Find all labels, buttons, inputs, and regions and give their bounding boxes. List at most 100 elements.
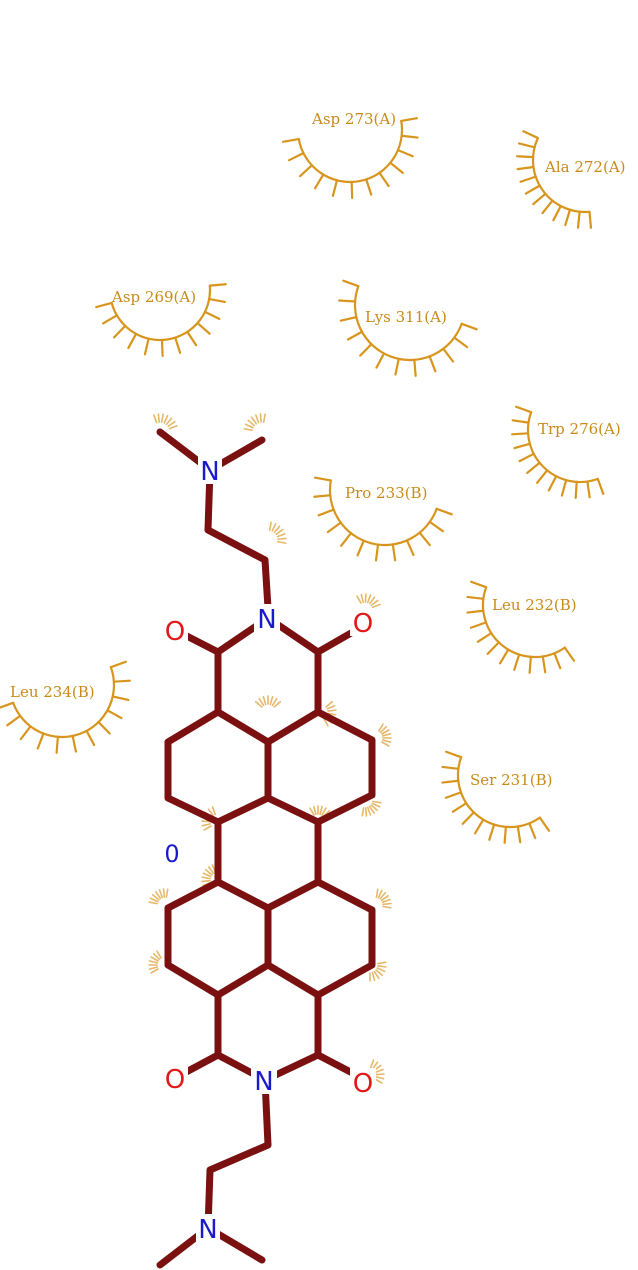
arc-spoke bbox=[326, 521, 342, 534]
arc-spoke bbox=[273, 700, 282, 708]
arc-spoke bbox=[326, 704, 336, 710]
arc-spoke bbox=[338, 299, 357, 303]
arc-spoke bbox=[127, 332, 138, 350]
arc-spoke bbox=[396, 148, 414, 158]
arc-spoke bbox=[325, 700, 334, 708]
residue-lys311: Lys 311(A) bbox=[338, 279, 478, 377]
contact-mark-icon bbox=[148, 888, 169, 905]
arc-spoke bbox=[370, 804, 379, 812]
contact-mark-icon bbox=[268, 521, 287, 544]
arc-spoke bbox=[254, 700, 263, 708]
arc-spoke bbox=[201, 876, 211, 880]
arc-spoke bbox=[596, 477, 605, 495]
arc-spoke bbox=[368, 596, 376, 605]
arc-spoke bbox=[374, 543, 380, 562]
arc-spoke bbox=[536, 469, 549, 484]
arc-spoke bbox=[470, 580, 488, 589]
residue-asp269: Asp 269(A) bbox=[95, 283, 227, 358]
arc-spoke bbox=[313, 494, 332, 498]
arc-spoke bbox=[259, 413, 262, 423]
arc-spoke bbox=[380, 895, 389, 902]
arc-spoke bbox=[36, 732, 45, 750]
arc-spoke bbox=[244, 423, 254, 429]
contact-mark-icon bbox=[378, 723, 392, 747]
nitrogen-atom: N bbox=[198, 1215, 217, 1245]
arc-spoke bbox=[428, 520, 444, 533]
arc-spoke bbox=[255, 414, 260, 424]
arc-spoke bbox=[327, 709, 337, 712]
arc-spoke bbox=[313, 173, 325, 190]
residue-leu232: Leu 232(B) bbox=[466, 580, 577, 674]
arc-spoke bbox=[153, 414, 158, 424]
arc-spoke bbox=[19, 725, 32, 741]
arc-spoke bbox=[442, 347, 455, 363]
residue-label: Ala 272(A) bbox=[544, 158, 626, 176]
arc-spoke bbox=[95, 301, 113, 309]
arc-spoke bbox=[269, 695, 274, 706]
arc-spoke bbox=[541, 655, 547, 674]
arc-spoke bbox=[313, 805, 317, 816]
arc-spoke bbox=[516, 165, 535, 171]
arc-spoke bbox=[208, 283, 227, 287]
atom-labels: N N O O O O N N 0 bbox=[162, 456, 376, 1245]
arc-spoke bbox=[340, 532, 353, 547]
arc-spoke bbox=[516, 825, 522, 844]
arc-spoke bbox=[148, 901, 158, 905]
arc-spoke bbox=[368, 805, 375, 814]
hydrophobic-arc-icon bbox=[511, 405, 605, 499]
arc-spoke bbox=[211, 806, 217, 816]
arc-spoke bbox=[97, 720, 111, 735]
arc-spoke bbox=[321, 807, 327, 816]
arc-spoke bbox=[441, 765, 460, 770]
arc-spoke bbox=[203, 825, 212, 831]
arc-spoke bbox=[515, 405, 533, 414]
arc-spoke bbox=[277, 537, 287, 540]
arc-spoke bbox=[413, 358, 417, 377]
arc-spoke bbox=[476, 632, 493, 643]
arc-spoke bbox=[394, 357, 400, 376]
arc-spoke bbox=[6, 714, 22, 727]
arc-spoke bbox=[377, 965, 387, 968]
arc-spoke bbox=[391, 543, 397, 562]
arc-spoke bbox=[323, 718, 329, 727]
arc-spoke bbox=[400, 134, 419, 139]
arc-spoke bbox=[511, 419, 530, 424]
arc-spoke bbox=[207, 808, 215, 817]
oxygen-atom: O bbox=[353, 609, 373, 639]
residue-label: Pro 233(B) bbox=[345, 484, 427, 502]
arc-spoke bbox=[112, 324, 127, 339]
arc-spoke bbox=[313, 476, 332, 482]
arc-spoke bbox=[366, 594, 372, 604]
arc-curve bbox=[110, 284, 212, 342]
arc-spoke bbox=[461, 811, 475, 825]
arc-spoke bbox=[258, 697, 265, 707]
arc-spoke bbox=[460, 322, 478, 331]
ligand-bonds bbox=[156, 428, 376, 1269]
arc-spoke bbox=[331, 179, 339, 197]
arc-spoke bbox=[564, 208, 572, 227]
arc-spoke bbox=[150, 956, 159, 962]
arc-spoke bbox=[262, 413, 266, 423]
arc-curve bbox=[456, 756, 541, 829]
arc-spoke bbox=[375, 969, 384, 977]
arc-spoke bbox=[524, 184, 541, 195]
arc-spoke bbox=[586, 480, 591, 499]
arc-spoke bbox=[262, 695, 267, 706]
arc-spoke bbox=[381, 898, 391, 904]
arc-curve bbox=[481, 586, 566, 659]
arc-spoke bbox=[150, 968, 159, 974]
arc-spoke bbox=[275, 528, 284, 536]
arc-spoke bbox=[163, 414, 169, 424]
contact-mark-icon bbox=[243, 413, 266, 432]
arc-spoke bbox=[488, 823, 496, 841]
arc-spoke bbox=[203, 310, 221, 320]
arc-spoke bbox=[298, 164, 313, 178]
arc-spoke bbox=[541, 199, 554, 215]
arc-spoke bbox=[149, 897, 159, 903]
hydrophobic-arc-icon bbox=[466, 580, 576, 674]
arc-spoke bbox=[526, 461, 541, 474]
arc-spoke bbox=[519, 175, 537, 183]
arc-spoke bbox=[208, 866, 215, 875]
arc-spoke bbox=[517, 142, 536, 149]
arc-spoke bbox=[381, 729, 390, 735]
